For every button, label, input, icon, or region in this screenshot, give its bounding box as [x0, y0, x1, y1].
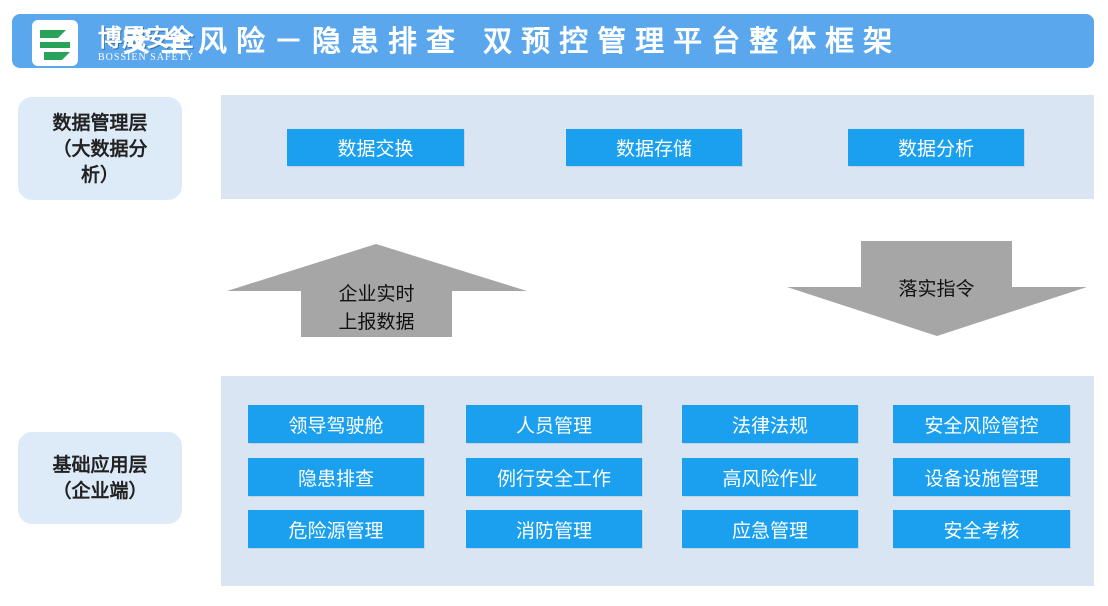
base-layer-panel: 领导驾驶舱 人员管理 法律法规 安全风险管控 隐患排查 例行安全工作 高风险作业… — [221, 376, 1094, 586]
base-item-routine-safety: 例行安全工作 — [466, 458, 642, 496]
logo-icon — [32, 20, 78, 66]
data-item-exchange: 数据交换 — [287, 129, 464, 166]
logo-text: 博晟安全 — [98, 24, 194, 52]
base-item-risk-control: 安全风险管控 — [893, 405, 1070, 443]
down-arrow-label: 落实指令 — [898, 278, 975, 300]
base-item-emergency: 应急管理 — [682, 510, 858, 548]
base-layer-label: 基础应用层 （企业端） — [18, 432, 182, 524]
base-item-high-risk-work: 高风险作业 — [682, 458, 858, 496]
base-item-leader-cockpit: 领导驾驶舱 — [248, 405, 424, 443]
base-item-fire: 消防管理 — [466, 510, 642, 548]
data-item-storage: 数据存储 — [566, 129, 742, 166]
base-item-hazard-source: 危险源管理 — [248, 510, 424, 548]
base-item-personnel: 人员管理 — [466, 405, 642, 443]
up-arrow-label: 企业实时 上报数据 — [338, 283, 415, 333]
down-arrow-icon — [787, 241, 1087, 336]
data-item-analysis: 数据分析 — [848, 129, 1024, 166]
base-item-hazard-check: 隐患排查 — [248, 458, 424, 496]
data-layer-label: 数据管理层 （大数据分 析） — [18, 97, 182, 200]
base-item-laws: 法律法规 — [682, 405, 858, 443]
page-title: 安全风险－隐患排查 双预控管理平台整体框架 — [122, 24, 902, 58]
title-bar: 博晟安全 BOSSIEN SAFETY 安全风险－隐患排查 双预控管理平台整体框… — [12, 14, 1094, 68]
data-layer-panel: 数据交换 数据存储 数据分析 — [221, 95, 1094, 199]
up-arrow-icon — [227, 244, 527, 337]
base-item-safety-assessment: 安全考核 — [893, 510, 1070, 548]
logo-subtext: BOSSIEN SAFETY — [98, 52, 194, 63]
base-item-equipment: 设备设施管理 — [893, 458, 1070, 496]
